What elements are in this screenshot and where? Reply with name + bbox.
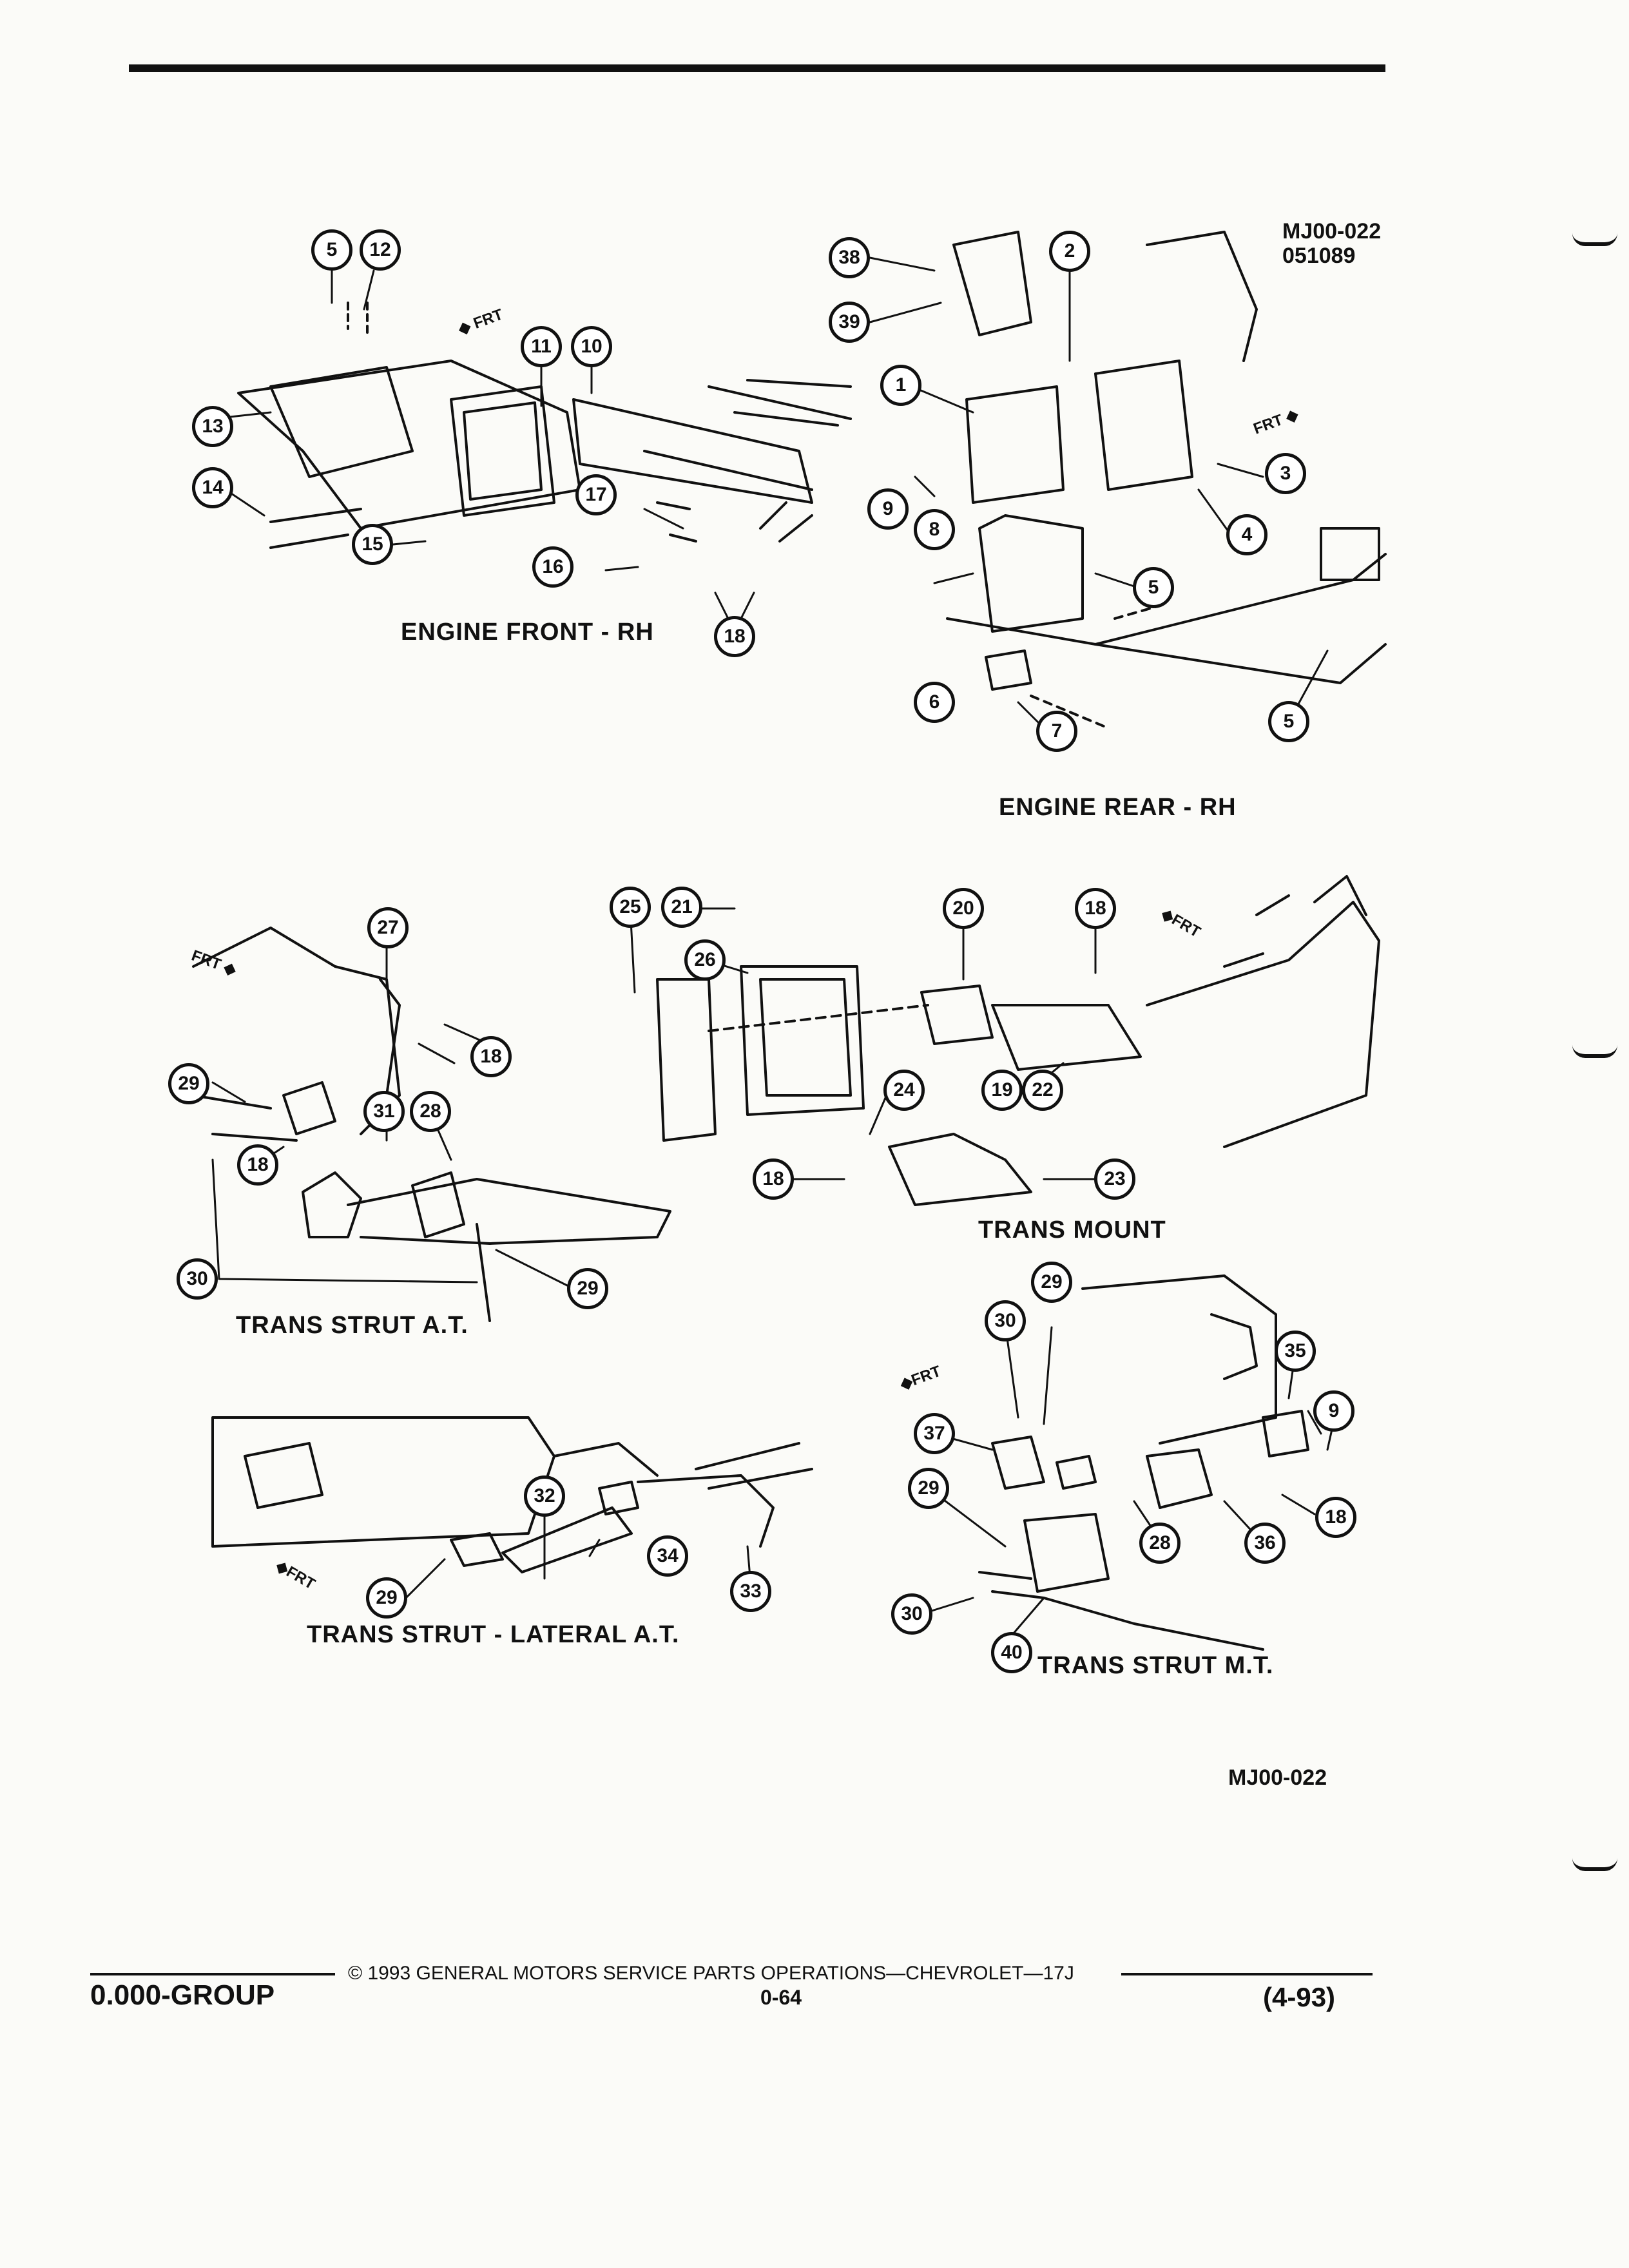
callout: 19: [981, 1070, 1023, 1111]
callout: 18: [470, 1036, 512, 1077]
callout: 9: [867, 488, 909, 530]
callout: 37: [914, 1413, 955, 1454]
callout: 9: [1313, 1390, 1354, 1432]
callout: 38: [829, 237, 870, 278]
callout: 2: [1049, 231, 1090, 272]
callout: 18: [237, 1144, 278, 1186]
trans-strut-lateral-at-drawing: [211, 1416, 813, 1573]
callout: 30: [891, 1593, 932, 1635]
callout: 18: [714, 616, 755, 657]
callout: 28: [410, 1091, 451, 1132]
figure-date-code: 051089: [1282, 244, 1356, 268]
caption-trans-strut-lateral-at: TRANS STRUT - LATERAL A.T.: [307, 1621, 680, 1648]
callout: 25: [610, 887, 651, 928]
trans-mount-drawing: [656, 875, 1380, 1206]
callout: 3: [1265, 453, 1306, 494]
callout: 11: [521, 326, 562, 367]
callout: 21: [661, 887, 702, 928]
trans-strut-mt-drawing: [978, 1274, 1309, 1651]
footer-copyright: © 1993 GENERAL MOTORS SERVICE PARTS OPER…: [348, 1963, 1074, 1984]
footer-rule-right: [1121, 1973, 1373, 1975]
callout: 16: [532, 546, 574, 588]
callout: 33: [730, 1571, 771, 1612]
callout: 15: [352, 524, 393, 565]
callout: 12: [360, 229, 401, 271]
leader-lines: [211, 256, 1335, 1644]
callout: 29: [567, 1268, 608, 1309]
callout: 22: [1022, 1070, 1063, 1111]
callout: 18: [753, 1158, 794, 1200]
callout: 13: [192, 406, 233, 447]
callout: 20: [943, 888, 984, 929]
callout: 30: [985, 1300, 1026, 1341]
callout: 24: [883, 1070, 925, 1111]
footer-date: (4-93): [1263, 1982, 1336, 2012]
caption-trans-mount: TRANS MOUNT: [978, 1216, 1166, 1244]
footer-page-number: 0-64: [760, 1986, 802, 2009]
callout: 26: [684, 939, 726, 981]
callout: 39: [829, 302, 870, 343]
footer-rule-left: [90, 1973, 335, 1975]
figure-id-bottom: MJ00-022: [1228, 1765, 1327, 1790]
callout: 32: [524, 1475, 565, 1517]
callout: 29: [366, 1577, 407, 1619]
callout: 5: [311, 229, 352, 271]
footer-group: 0.000-GROUP: [90, 1979, 275, 2011]
callout: 5: [1133, 567, 1174, 608]
callout: 14: [192, 467, 233, 508]
binding-mark: [1572, 233, 1617, 246]
callout: 18: [1315, 1497, 1356, 1538]
engine-rear-rh-drawing: [946, 231, 1387, 729]
top-rule: [129, 64, 1385, 72]
binding-mark: [1572, 1045, 1617, 1058]
callout: 18: [1075, 888, 1116, 929]
callout: 30: [177, 1258, 218, 1300]
caption-engine-front-rh: ENGINE FRONT - RH: [401, 619, 654, 646]
callout: 10: [571, 326, 612, 367]
callout: 8: [914, 509, 955, 550]
binding-mark: [1572, 1858, 1617, 1871]
callout: 29: [1031, 1262, 1072, 1303]
callout: 5: [1268, 701, 1309, 742]
caption-engine-rear-rh: ENGINE REAR - RH: [999, 794, 1237, 821]
callout: 35: [1275, 1331, 1316, 1372]
figure-id: MJ00-022: [1282, 219, 1382, 244]
callout: 4: [1226, 514, 1268, 555]
callout: 17: [575, 474, 617, 515]
callout: 29: [908, 1468, 949, 1509]
caption-trans-strut-at: TRANS STRUT A.T.: [236, 1312, 468, 1339]
callout: 31: [363, 1091, 405, 1132]
callout: 36: [1244, 1523, 1286, 1564]
callout: 28: [1139, 1523, 1181, 1564]
callout: 29: [168, 1063, 209, 1104]
callout: 7: [1036, 711, 1077, 752]
callout: 23: [1094, 1158, 1135, 1200]
callout: 34: [647, 1535, 688, 1577]
callout: 6: [914, 682, 955, 723]
callout: 27: [367, 907, 409, 948]
callout: 1: [880, 365, 921, 406]
caption-trans-strut-mt: TRANS STRUT M.T.: [1037, 1652, 1274, 1679]
callout: 40: [991, 1632, 1032, 1673]
trans-strut-at-drawing: [192, 927, 671, 1322]
